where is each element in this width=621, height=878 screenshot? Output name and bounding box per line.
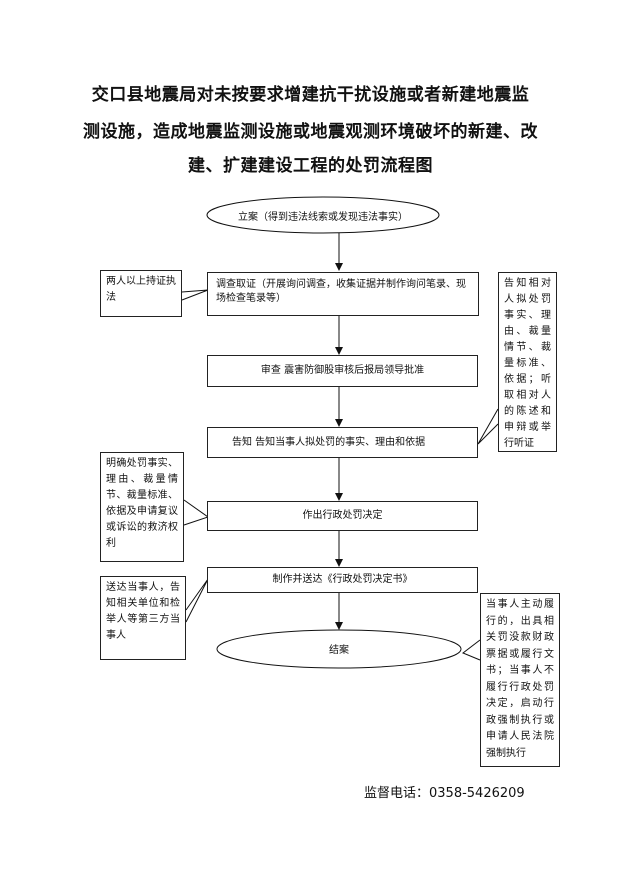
callout-decide-left-pointer <box>183 499 210 526</box>
callout-notify-right-pointer <box>477 408 499 445</box>
title-line-3: 建、扩建建设工程的处罚流程图 <box>188 156 433 176</box>
start-label: 立案（得到违法线索或发现违法事实） <box>238 212 408 223</box>
note-notify-right: 告知相对人拟处罚事实、理由、裁量情节、裁量标准、依据；听取相对人的陈述和申辩或举… <box>498 272 557 452</box>
note-deliver-left: 送达当事人，告知相关单位和检举人等第三方当事人 <box>100 576 186 660</box>
note-decide-left: 明确处罚事实、理由、裁量情节、裁量标准、依据及申请复议或诉讼的救济权利 <box>100 452 184 562</box>
step-deliver: 制作并送达《行政处罚决定书》 <box>207 567 478 593</box>
note-two-officers: 两人以上持证执法 <box>100 270 182 317</box>
end-ellipse <box>216 629 462 669</box>
callout-two-officers-pointer <box>181 289 209 301</box>
end-label: 结案 <box>329 645 349 656</box>
title-line-1: 交口县地震局对未按要求增建抗干扰设施或者新建地震监 <box>91 85 530 105</box>
step-notify: 告知 告知当事人拟处罚的事实、理由和依据 <box>207 427 478 458</box>
note-end-right: 当事人主动履行的，出具相关罚没款财政票据或履行文书；当事人不履行行政处罚决定，启… <box>480 593 560 767</box>
step-review: 审查 震害防御股审核后报局领导批准 <box>207 355 478 387</box>
start-ellipse <box>206 196 440 234</box>
callout-deliver-left-pointer <box>185 578 209 623</box>
step-decide: 作出行政处罚决定 <box>207 501 478 531</box>
title-line-2: 测设施，造成地震监测设施或地震观测环境破坏的新建、改 <box>83 122 538 142</box>
supervision-phone: 监督电话：0358-5426209 <box>364 786 525 801</box>
callout-end-right-pointer <box>462 639 481 661</box>
step-investigate: 调查取证（开展询问调查，收集证据并制作询问笔录、现场检查笔录等） <box>207 272 479 316</box>
